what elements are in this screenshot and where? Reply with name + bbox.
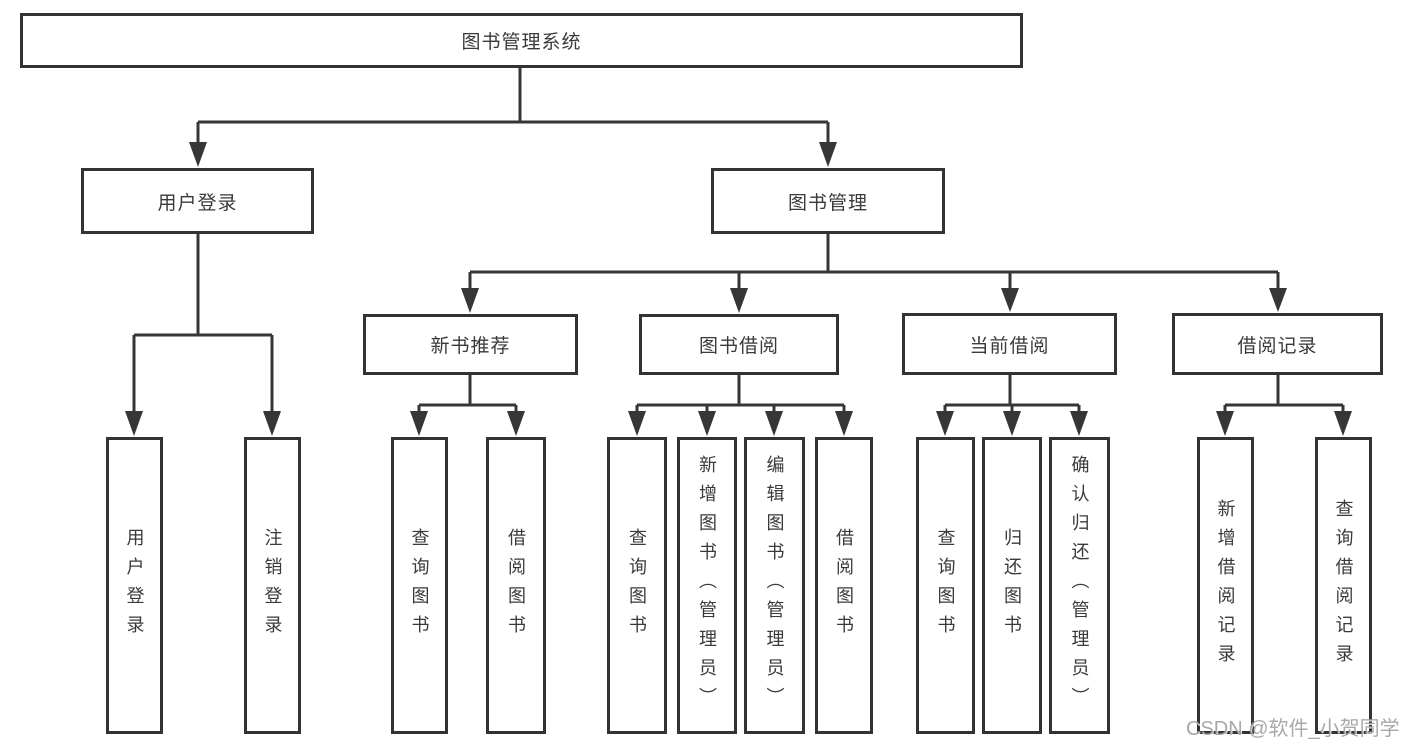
node-label: 借阅图书 (506, 527, 526, 644)
leaf-query-books: 查询图书 (391, 437, 448, 734)
leaf-confirm-return-admin: 确认归还（管理员） (1049, 437, 1110, 734)
node-label: 确认归还（管理员） (1069, 455, 1090, 716)
leaf-add-books-admin: 新增图书（管理员） (677, 437, 737, 734)
node-new-book-recommendation: 新书推荐 (363, 314, 578, 375)
leaf-user-login: 用户登录 (106, 437, 163, 734)
leaf-query-borrow-record: 查询借阅记录 (1315, 437, 1372, 734)
node-label: 查询借阅记录 (1333, 498, 1354, 673)
leaf-logout: 注销登录 (244, 437, 301, 734)
node-label: 查询图书 (409, 527, 430, 644)
node-label: 查询图书 (627, 527, 647, 644)
node-label: 归还图书 (1002, 527, 1022, 644)
node-label: 当前借阅 (969, 335, 1050, 357)
node-book-borrowing: 图书借阅 (639, 314, 839, 375)
leaf-borrow-books: 借阅图书 (815, 437, 873, 734)
node-book-management: 图书管理 (711, 168, 945, 234)
node-label: 新增借阅记录 (1215, 498, 1236, 673)
node-label: 新增图书（管理员） (697, 455, 717, 716)
leaf-borrow-books: 借阅图书 (486, 437, 546, 734)
csdn-watermark: CSDN @软件_小贺同学 (1186, 718, 1400, 740)
node-root-library-management-system: 图书管理系统 (20, 13, 1023, 68)
node-label: 借阅记录 (1237, 335, 1318, 357)
leaf-return-books: 归还图书 (982, 437, 1042, 734)
node-current-borrowing: 当前借阅 (902, 313, 1117, 375)
leaf-query-books: 查询图书 (607, 437, 667, 734)
leaf-edit-books-admin: 编辑图书（管理员） (744, 437, 805, 734)
node-user-login: 用户登录 (81, 168, 314, 234)
node-label: 新书推荐 (430, 336, 511, 357)
leaf-add-borrow-record: 新增借阅记录 (1197, 437, 1254, 734)
node-label: 查询图书 (935, 527, 956, 644)
node-label: 用户登录 (124, 527, 145, 644)
leaf-query-books: 查询图书 (916, 437, 975, 734)
node-label: 借阅图书 (834, 527, 854, 644)
node-label: 图书管理 (787, 192, 868, 214)
node-label: 图书管理系统 (461, 32, 582, 53)
node-label: 编辑图书（管理员） (764, 455, 785, 716)
node-label: 图书借阅 (698, 336, 779, 357)
node-label: 注销登录 (262, 527, 283, 644)
node-label: 用户登录 (157, 192, 238, 214)
node-borrowing-records: 借阅记录 (1172, 313, 1383, 375)
